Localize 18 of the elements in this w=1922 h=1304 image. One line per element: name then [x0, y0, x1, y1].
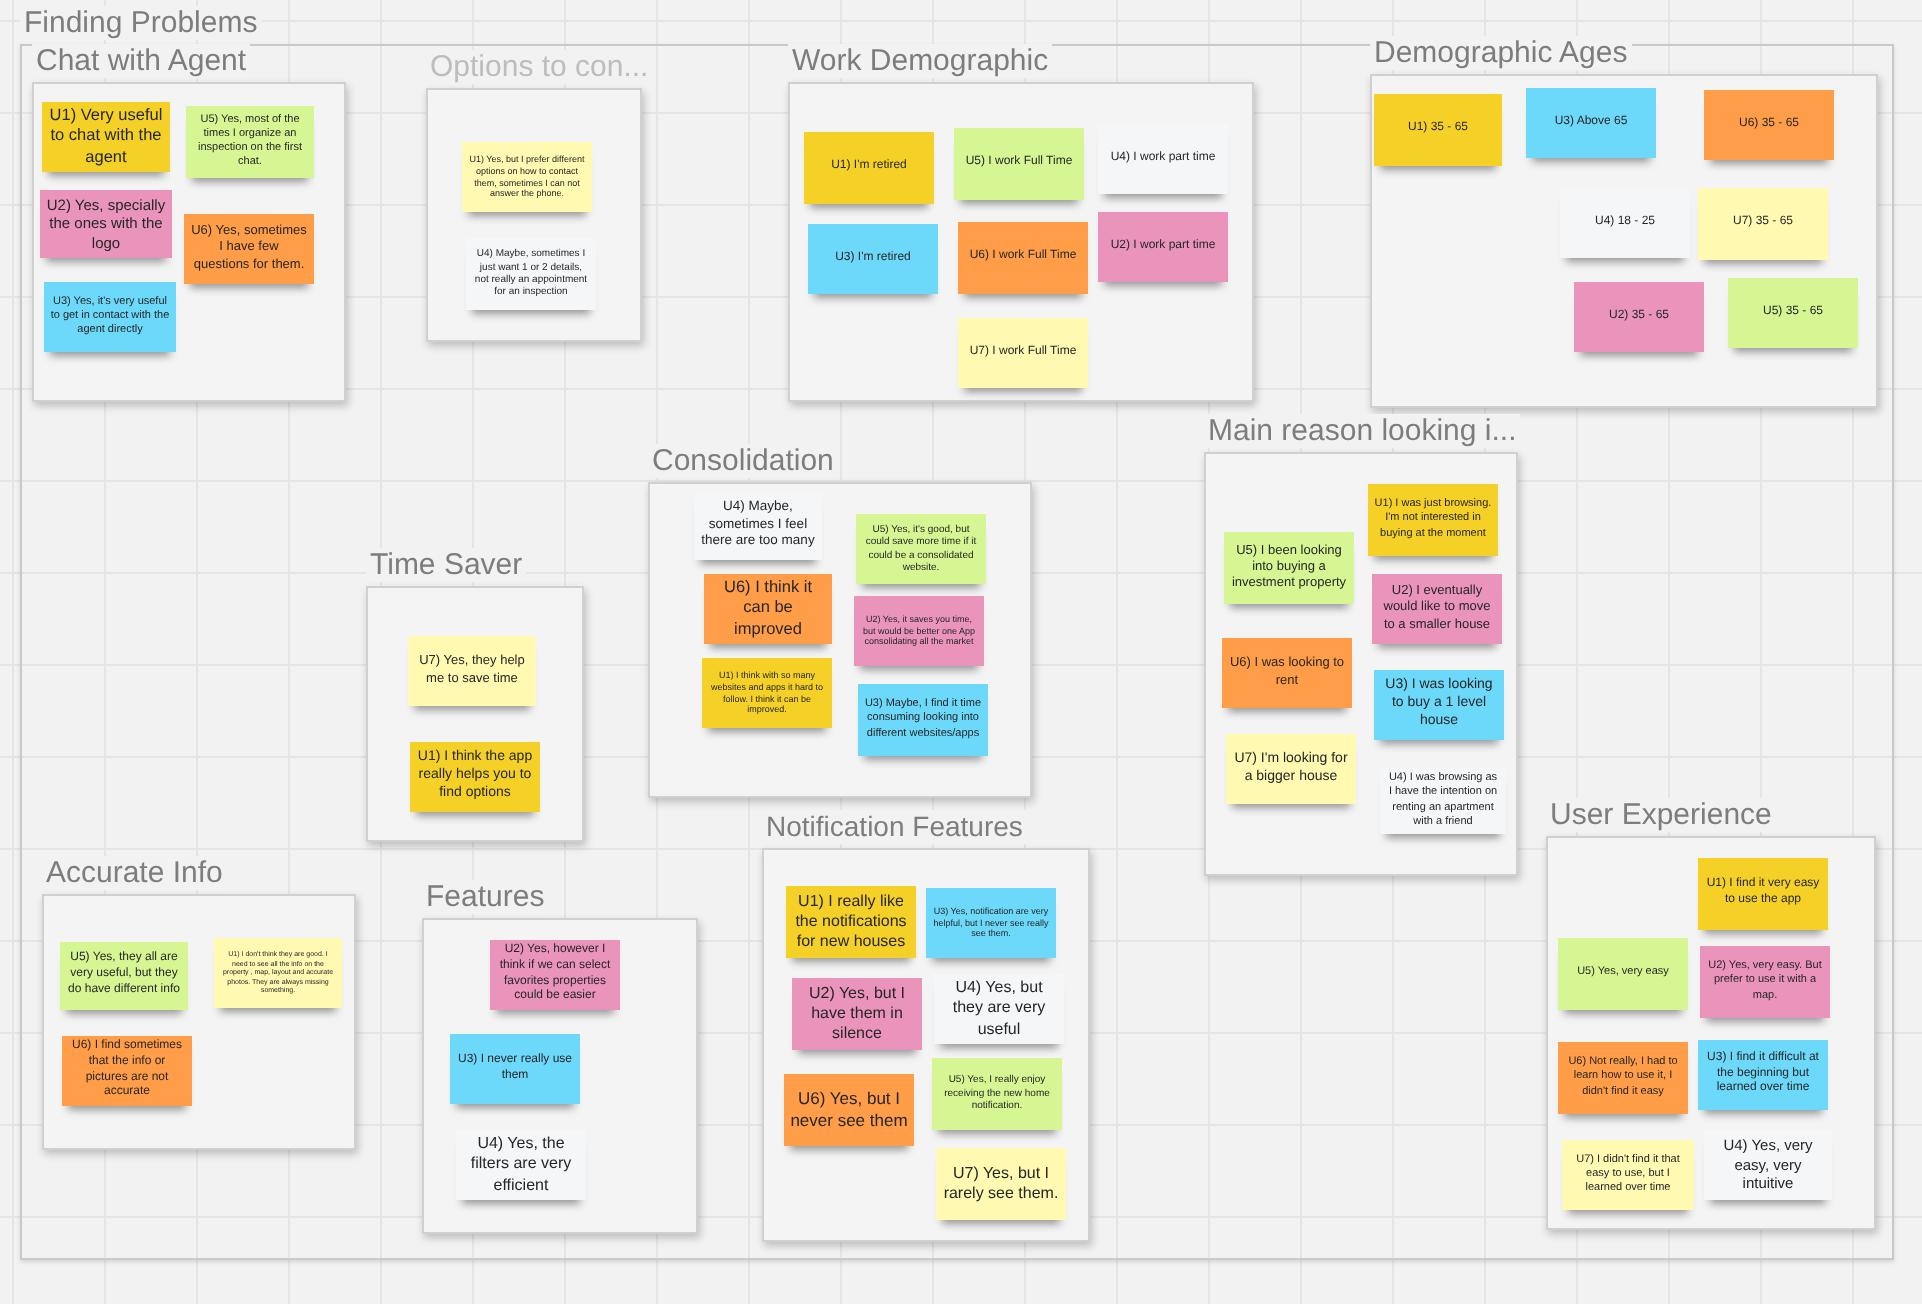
board-heading: Finding Problems	[20, 6, 262, 40]
sticky-note: U2) Yes, but I have them in silence	[792, 978, 922, 1050]
sticky-note: U1) Very useful to chat with the agent	[42, 102, 170, 172]
cluster-heading: Features	[422, 880, 549, 914]
cluster-heading: Accurate Info	[42, 856, 227, 890]
sticky-note: U7) Yes, but I rarely see them.	[936, 1148, 1066, 1220]
sticky-note: U1) I really like the notifications for new houses	[786, 886, 916, 958]
sticky-note: U6) Yes, but I never see them	[784, 1074, 914, 1146]
cluster-heading: Chat with Agent	[32, 44, 251, 78]
sticky-note: U4) Yes, the filters are very efficient	[456, 1130, 586, 1200]
cluster-heading: Time Saver	[366, 548, 527, 582]
sticky-note: U6) I think it can be improved	[704, 574, 832, 644]
cluster-heading: Work Demographic	[788, 44, 1053, 78]
cluster-heading: Notification Features	[762, 810, 1027, 844]
sticky-note: U4) Yes, but they are very useful	[934, 974, 1064, 1044]
cluster-heading: Demographic Ages	[1370, 36, 1632, 70]
cluster-heading: User Experience	[1546, 798, 1776, 832]
cluster-heading: Consolidation	[648, 444, 838, 478]
